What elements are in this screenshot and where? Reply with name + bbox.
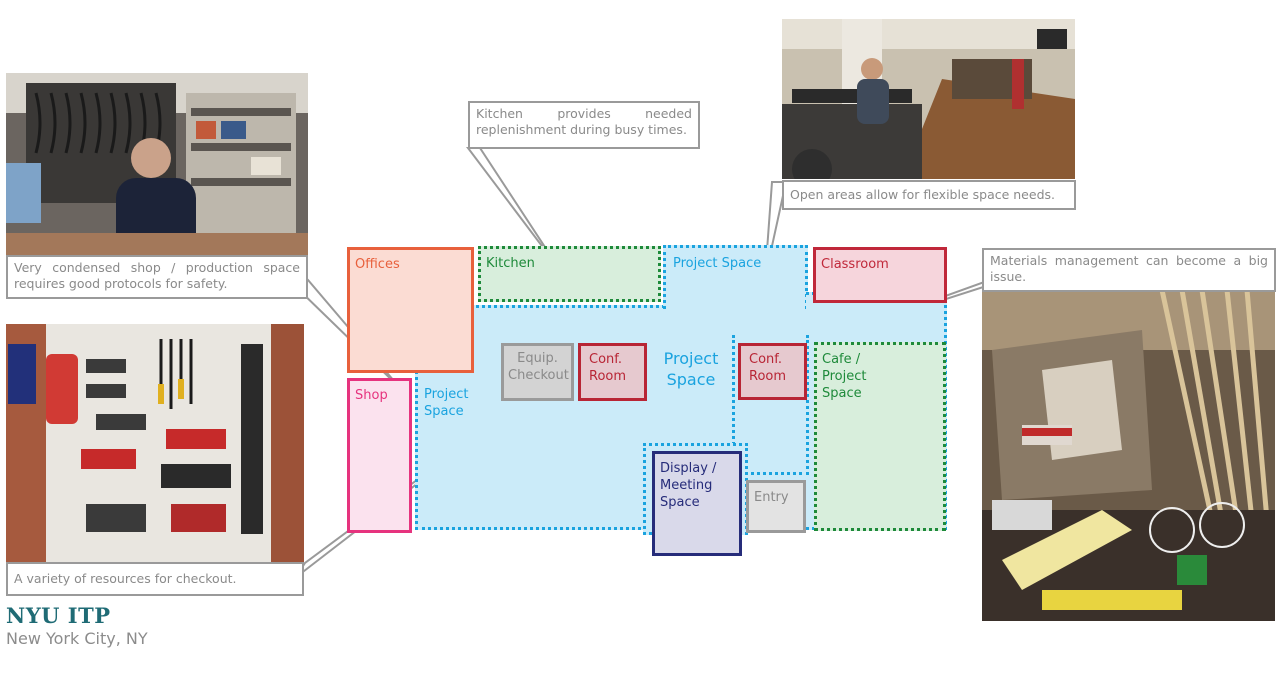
- room-classroom: Classroom: [813, 247, 947, 303]
- room-project-space-center-label: Project Space: [663, 349, 719, 389]
- room-offices: Offices: [347, 247, 474, 373]
- room-conf-room-1-label: Conf. Room: [589, 352, 627, 384]
- room-cafe-project-space: Cafe / Project Space: [814, 342, 946, 531]
- materials-photo: [982, 290, 1275, 621]
- room-conf-room-2: Conf. Room: [738, 343, 807, 400]
- room-entry-label: Entry: [754, 490, 789, 505]
- page-title: NYU ITP: [6, 603, 111, 628]
- callout-materials: Materials management can become a big is…: [982, 248, 1276, 292]
- room-kitchen-label: Kitchen: [486, 256, 535, 271]
- callout-kitchen: Kitchen provides needed replenishment du…: [468, 101, 700, 149]
- room-display-label: Display / Meeting Space: [660, 461, 717, 510]
- pegboard-photo: [6, 324, 304, 562]
- room-shop-label: Shop: [355, 388, 388, 403]
- room-project-space-left: Project Space: [419, 380, 479, 420]
- room-project-space-top: Project Space: [668, 249, 788, 279]
- room-project-space-top-label: Project Space: [673, 256, 762, 271]
- open-areas-photo: [782, 19, 1075, 179]
- room-conf-room-1: Conf. Room: [578, 343, 647, 401]
- room-equip-checkout-label: Equip. Checkout: [508, 351, 569, 383]
- room-offices-label: Offices: [355, 257, 400, 272]
- callout-checkout: A variety of resources for checkout.: [6, 562, 304, 596]
- page-subtitle: New York City, NY: [6, 629, 148, 648]
- shop-photo: [6, 73, 308, 265]
- room-cafe-label: Cafe / Project Space: [822, 352, 867, 401]
- room-shop: Shop: [347, 378, 412, 533]
- room-project-space-left-label: Project Space: [424, 387, 469, 419]
- room-display-meeting-space: Display / Meeting Space: [652, 451, 742, 556]
- callout-open-areas: Open areas allow for flexible space need…: [782, 180, 1076, 210]
- room-entry: Entry: [746, 480, 806, 533]
- room-conf-room-2-label: Conf. Room: [749, 352, 787, 384]
- callout-shop: Very condensed shop / production space r…: [6, 255, 308, 299]
- room-project-space-center: Project Space: [655, 344, 727, 394]
- room-classroom-label: Classroom: [821, 257, 889, 272]
- room-kitchen: Kitchen: [478, 246, 661, 302]
- project-space-top-area: [663, 245, 808, 309]
- room-equip-checkout: Equip. Checkout: [501, 343, 574, 401]
